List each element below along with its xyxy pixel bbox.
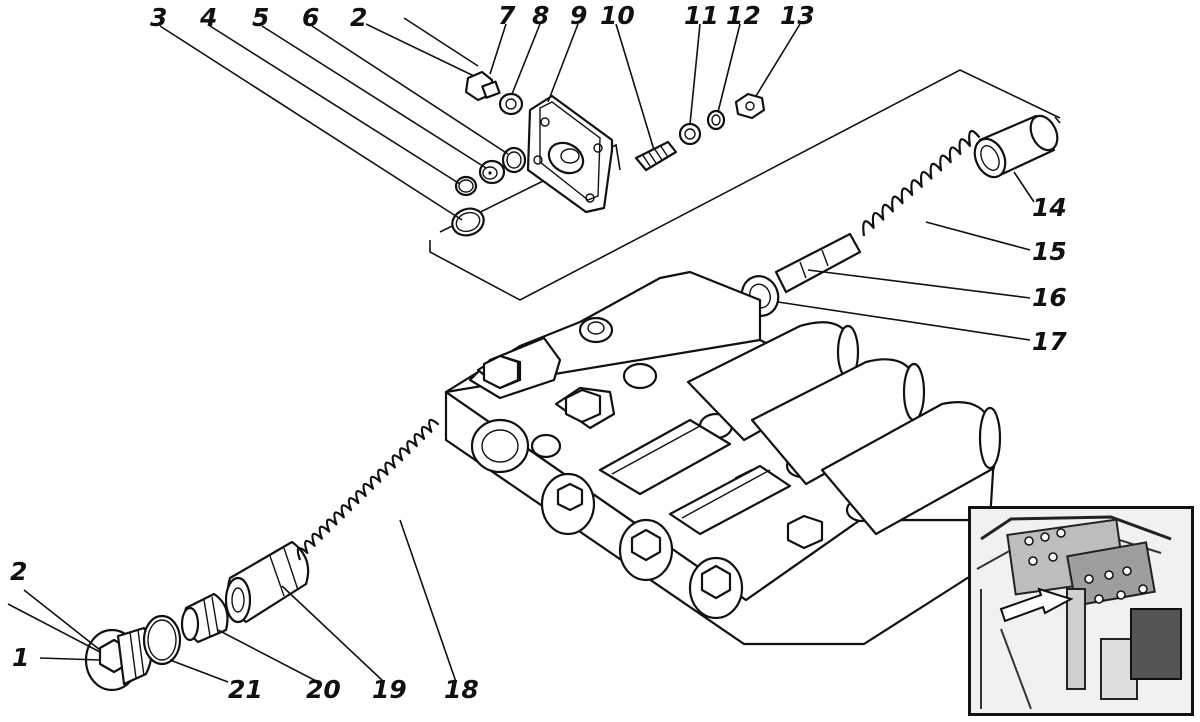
callout-13: 13 [780,1,815,30]
part-14-spring-cup [973,114,1059,179]
callout-4: 4 [199,3,217,32]
inset-drawing [971,509,1191,713]
valve-cylinder-3 [820,401,1002,536]
part-16-valve-plunger [774,232,862,294]
callout-15: 15 [1032,237,1067,266]
part-18-long-spring [296,418,440,561]
leader-lines [7,17,1035,683]
part-4-ring [454,175,478,197]
part-8-washer [498,92,524,116]
callout-2-upper: 2 [350,3,367,32]
part-20-valve-plug [180,592,229,644]
part-11-washer [678,122,702,146]
valve-cylinder-2 [750,358,926,486]
callout-6: 6 [302,3,319,32]
callout-1: 1 [12,643,29,672]
callout-3: 3 [150,3,167,32]
part-9-valve-cover [526,94,614,214]
part-10-adjusting-screw [634,140,678,172]
callout-8: 8 [532,1,549,30]
callout-20: 20 [306,675,341,704]
part-7-bleed-screw [464,70,501,102]
callout-12: 12 [726,1,761,30]
callout-21: 21 [228,675,263,704]
callout-16: 16 [1032,283,1067,312]
callout-2-lower: 2 [10,557,27,586]
part-1-plug-bolt [84,626,153,692]
part-13-lock-nut [734,92,766,120]
part-21-o-ring [142,614,182,666]
callout-10: 10 [600,1,635,30]
part-6-ring [501,146,527,174]
callout-labels: 1 2 2 3 4 5 6 7 8 9 10 11 12 13 14 15 16… [10,1,1067,704]
callout-7: 7 [498,1,516,30]
part-19-adjusting-nut [224,540,310,624]
part-15-spring [862,129,981,237]
callout-5: 5 [252,3,269,32]
callout-11: 11 [684,1,719,30]
location-arrow-icon [999,587,1074,623]
callout-17: 17 [1032,327,1067,356]
part-12-washer [706,109,726,131]
callout-14: 14 [1032,193,1067,222]
location-inset-photo [968,506,1194,716]
callout-9: 9 [570,1,587,30]
part-5-plug [478,159,506,185]
callout-18: 18 [444,675,479,704]
valve-body-housing [444,270,1002,646]
detail-bracket-frame [429,69,1061,301]
callout-19: 19 [372,675,407,704]
part-3-o-ring [451,207,485,237]
